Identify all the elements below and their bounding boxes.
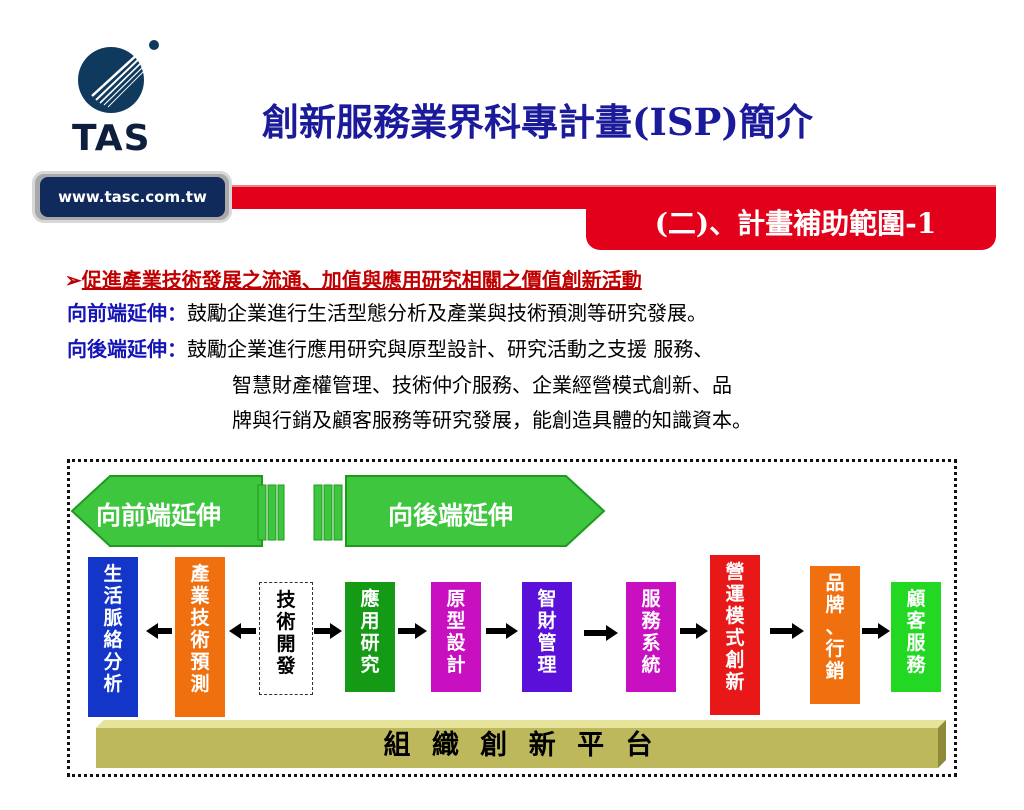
box-industry-forecast: 產業技術預測 (175, 557, 225, 717)
box-lifestyle-analysis: 生活脈絡分析 (88, 557, 138, 717)
bullet-heading: ➢促進產業技術發展之流通、加值與應用研究相關之價值創新活動 (65, 264, 642, 293)
backward-text-line-3: 牌與行銷及顧客服務等研究發展，能創造具體的知識資本。 (232, 408, 752, 432)
backward-arrow-shape (313, 475, 606, 547)
logo-text: TAS (72, 118, 151, 159)
box-service-system: 服務系統 (626, 582, 676, 692)
forward-arrow-shape (70, 475, 285, 547)
box-applied-research: 應用研究 (345, 582, 395, 692)
box-ip-management: 智財管理 (522, 582, 572, 692)
forward-label: 向前端延伸： (67, 301, 187, 325)
bullet-marker: ➢ (65, 268, 82, 292)
backward-text-line-1: 鼓勵企業進行應用研究與原型設計、研究活動之支援 服務、 (187, 337, 714, 361)
backward-text-line-2: 智慧財產權管理、技術仲介服務、企業經營模式創新、品 (232, 373, 732, 397)
box-brand-marketing: 品牌、行銷 (810, 566, 860, 704)
section-title-tab (586, 196, 996, 250)
url-badge[interactable]: www.tasc.com.tw (40, 177, 225, 217)
box-business-model: 營運模式創新 (710, 555, 760, 715)
tas-logo (78, 40, 159, 113)
section-title: (二)、計畫補助範圍-1 (654, 207, 937, 240)
platform-shape (96, 720, 946, 768)
forward-arrow-label: 向前端延伸 (96, 501, 222, 530)
diagram-frame (67, 459, 957, 777)
bullet-text: 促進產業技術發展之流通、加值與應用研究相關之價值創新活動 (81, 268, 642, 292)
flow-arrows (146, 623, 890, 641)
forward-line: 向前端延伸：鼓勵企業進行生活型態分析及產業與技術預測等研究發展。 (67, 297, 707, 326)
page-title: 創新服務業界科專計畫(ISP)簡介 (262, 100, 813, 144)
platform-label: 組 織 創 新 平 台 (383, 730, 659, 761)
backward-arrow-label: 向後端延伸 (388, 501, 514, 530)
backward-label: 向後端延伸： (67, 337, 187, 361)
box-customer-service: 顧客服務 (891, 582, 941, 692)
box-tech-development: 技術開發 (259, 582, 313, 695)
backward-line: 向後端延伸：鼓勵企業進行應用研究與原型設計、研究活動之支援 服務、 (67, 333, 713, 362)
box-prototype-design: 原型設計 (431, 582, 481, 692)
forward-text: 鼓勵企業進行生活型態分析及產業與技術預測等研究發展。 (187, 301, 707, 325)
